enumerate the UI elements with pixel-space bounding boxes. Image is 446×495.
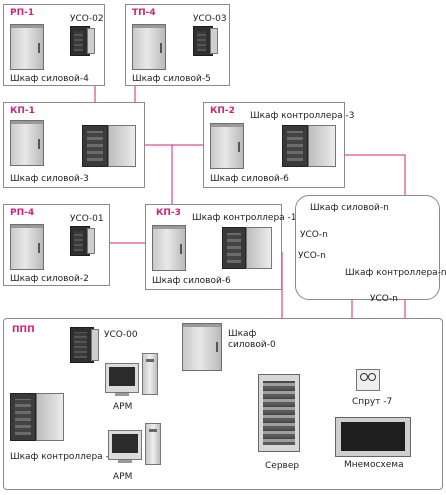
ppp-uso-label: УСО-00 xyxy=(104,330,138,340)
group-tp4-uso-label: УСО-03 xyxy=(193,14,227,24)
controller-cabinet-icon xyxy=(10,393,36,441)
generic-uso-b-label: УСО-n xyxy=(298,251,326,261)
group-tp4-cabinet-label: Шкаф силовой-5 xyxy=(132,74,211,84)
ppp-cabinet-line2: силовой-0 xyxy=(228,340,276,350)
uso-cabinet-icon xyxy=(193,26,213,56)
ppp-arm-top-label: АРМ xyxy=(113,402,132,412)
power-cabinet-icon xyxy=(10,24,44,70)
ppp-cabinet-line1: Шкаф xyxy=(228,329,256,339)
controller-cabinet-door-icon xyxy=(108,125,136,167)
power-cabinet-icon xyxy=(10,120,44,166)
generic-cabinet-label: Шкаф силовой-n xyxy=(310,203,389,213)
group-kp1-tag: КП-1 xyxy=(10,106,35,116)
power-cabinet-icon xyxy=(10,224,44,270)
group-rp1-tag: РП-1 xyxy=(10,8,34,18)
power-cabinet-icon xyxy=(210,123,244,169)
sputnik-device-icon xyxy=(356,369,380,391)
group-tp4: ТП-4 УСО-03 Шкаф силовой-5 xyxy=(125,4,230,86)
group-kp1: КП-1 Шкаф силовой-3 xyxy=(3,102,145,188)
group-kp3: КП-3 Шкаф контроллера -1 Шкаф силовой-6 xyxy=(145,204,282,290)
group-ppp-tag: ППП xyxy=(12,325,35,335)
group-rp4: РП-4 УСО-01 Шкаф силовой-2 xyxy=(3,204,110,286)
group-rp1-uso-label: УСО-02 xyxy=(70,14,104,24)
ppp-server-label: Сервер xyxy=(265,461,299,471)
ppp-mnemo-label: Мнемосхема xyxy=(344,460,404,470)
group-kp2-controller-label: Шкаф контроллера -3 xyxy=(250,111,355,121)
group-tp4-tag: ТП-4 xyxy=(132,8,156,18)
pc-tower-icon xyxy=(142,353,158,395)
monitor-stand xyxy=(118,460,132,463)
workstation-icon xyxy=(105,363,139,393)
group-rp4-uso-label: УСО-01 xyxy=(70,214,104,224)
monitor-stand xyxy=(115,393,129,396)
group-kp3-tag: КП-3 xyxy=(156,208,181,218)
controller-cabinet-door-icon xyxy=(308,125,336,167)
group-kp3-cabinet-label: Шкаф силовой-6 xyxy=(152,276,231,286)
ppp-arm-bottom-label: АРМ xyxy=(113,472,132,482)
group-kp2-tag: КП-2 xyxy=(210,106,235,116)
power-cabinet-icon xyxy=(132,24,166,70)
power-cabinet-icon xyxy=(152,225,186,271)
generic-uso-c-label: УСО-n xyxy=(370,294,398,304)
group-rp4-cabinet-label: Шкаф силовой-2 xyxy=(10,274,89,284)
generic-controller-label: Шкаф контроллера-n xyxy=(345,268,446,278)
group-kp1-cabinet-label: Шкаф силовой-3 xyxy=(10,174,89,184)
group-kp3-controller-label: Шкаф контроллера -1 xyxy=(192,213,297,223)
uso-cabinet-icon xyxy=(70,26,90,56)
controller-cabinet-door-icon xyxy=(246,227,272,269)
group-kp2-cabinet-label: Шкаф силовой-6 xyxy=(210,174,289,184)
workstation-icon xyxy=(108,430,142,460)
pc-tower-icon xyxy=(145,423,161,465)
controller-cabinet-icon xyxy=(82,125,108,167)
server-rack-icon xyxy=(258,374,300,452)
power-cabinet-icon xyxy=(182,323,222,371)
mnemonic-display-icon xyxy=(335,417,411,457)
controller-cabinet-door-icon xyxy=(36,393,64,441)
uso-cabinet-icon xyxy=(70,327,94,363)
group-rp1: РП-1 УСО-02 Шкаф силовой-4 xyxy=(3,4,105,86)
group-rp4-tag: РП-4 xyxy=(10,208,34,218)
uso-cabinet-icon xyxy=(70,226,90,256)
ppp-controller-label: Шкаф контроллера -0 xyxy=(10,452,115,462)
controller-cabinet-icon xyxy=(282,125,308,167)
ppp-sputnik-label: Спрут -7 xyxy=(352,397,392,407)
group-rp1-cabinet-label: Шкаф силовой-4 xyxy=(10,74,89,84)
generic-uso-a-label: УСО-n xyxy=(300,230,328,240)
controller-cabinet-icon xyxy=(222,227,246,269)
group-kp2: КП-2 Шкаф контроллера -3 Шкаф силовой-6 xyxy=(203,102,345,188)
